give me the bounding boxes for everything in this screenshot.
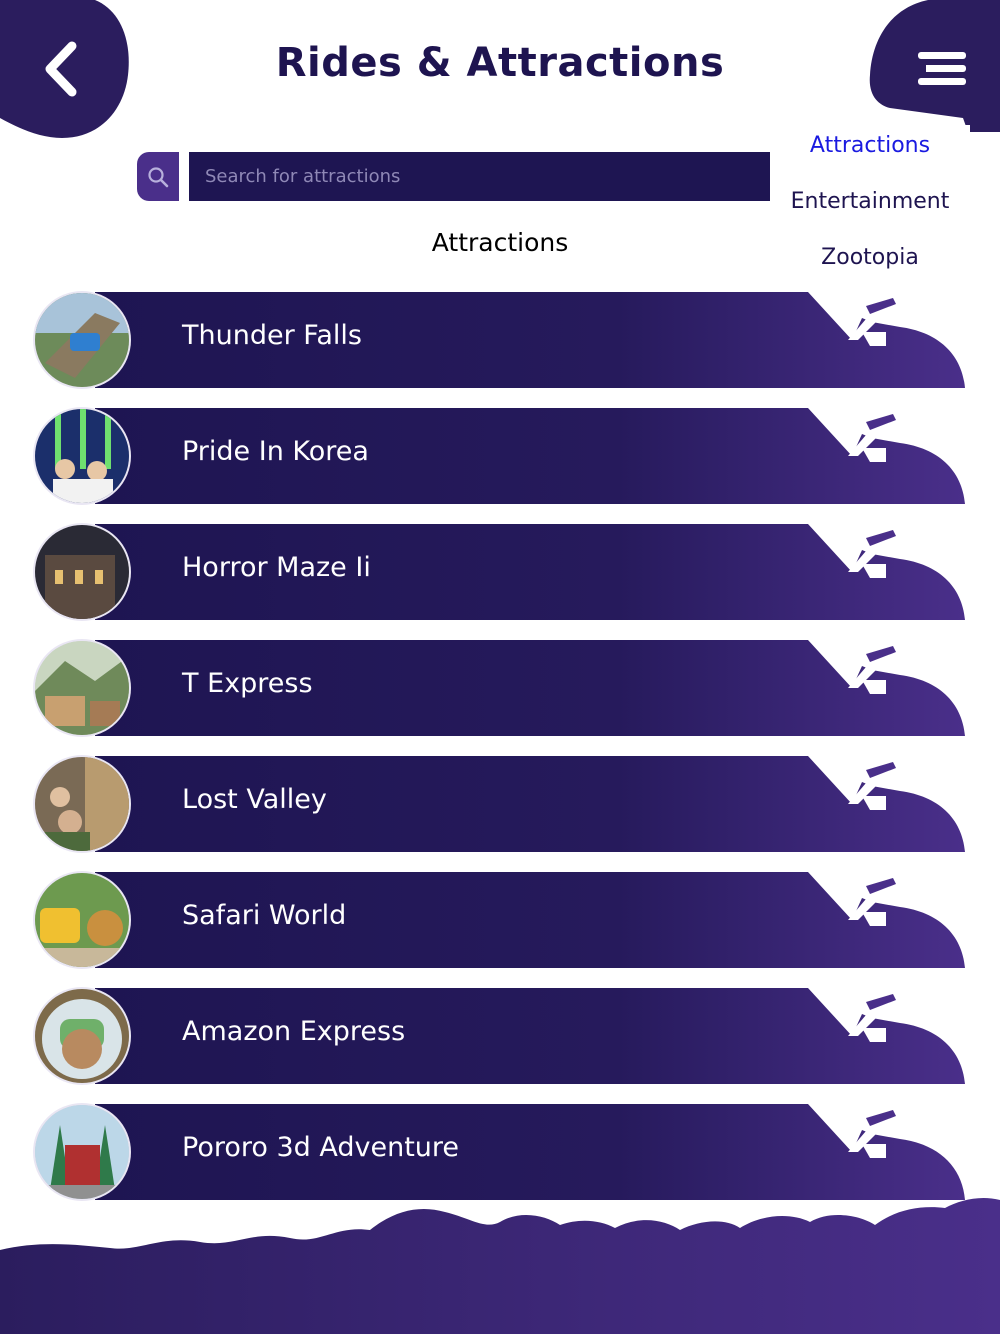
attraction-thumbnail bbox=[35, 525, 129, 619]
row-banner bbox=[95, 988, 965, 1084]
attraction-name: Thunder Falls bbox=[182, 320, 362, 351]
row-banner bbox=[95, 640, 965, 736]
attraction-name: Pororo 3d Adventure bbox=[182, 1132, 460, 1163]
tab-zootopia[interactable]: Zootopia bbox=[821, 245, 919, 270]
list-item[interactable]: T Express bbox=[0, 640, 1000, 736]
category-tabs: Attractions Entertainment Zootopia bbox=[770, 125, 970, 290]
chevron-left-icon bbox=[45, 41, 77, 97]
row-banner bbox=[95, 872, 965, 968]
attraction-thumbnail bbox=[35, 757, 129, 851]
list-item[interactable]: Horror Maze Ii bbox=[0, 524, 1000, 620]
section-title: Attractions bbox=[431, 228, 569, 257]
back-button[interactable] bbox=[0, 0, 130, 140]
footer-scenery bbox=[0, 1190, 1000, 1334]
row-banner bbox=[95, 756, 965, 852]
list-item[interactable]: Thunder Falls bbox=[0, 292, 1000, 388]
search-input[interactable] bbox=[189, 152, 773, 201]
attraction-name: T Express bbox=[182, 668, 313, 699]
list-item[interactable]: Pororo 3d Adventure bbox=[0, 1104, 1000, 1200]
search-bar bbox=[137, 152, 773, 201]
search-icon bbox=[148, 166, 169, 187]
tab-entertainment[interactable]: Entertainment bbox=[790, 189, 950, 214]
attraction-thumbnail bbox=[35, 873, 129, 967]
attraction-thumbnail bbox=[35, 409, 129, 503]
attraction-name: Amazon Express bbox=[182, 1016, 406, 1047]
row-banner bbox=[95, 292, 965, 388]
attraction-name: Horror Maze Ii bbox=[182, 552, 371, 583]
row-banner bbox=[95, 408, 965, 504]
search-button[interactable] bbox=[137, 152, 179, 201]
attraction-thumbnail bbox=[35, 293, 129, 387]
attraction-thumbnail bbox=[35, 641, 129, 735]
list-menu-icon bbox=[916, 52, 966, 85]
row-banner bbox=[95, 1104, 965, 1200]
attraction-thumbnail bbox=[35, 1105, 129, 1199]
attraction-name: Lost Valley bbox=[182, 784, 327, 815]
row-banner bbox=[95, 524, 965, 620]
attraction-name: Pride In Korea bbox=[182, 436, 369, 467]
list-item[interactable]: Lost Valley bbox=[0, 756, 1000, 852]
list-item[interactable]: Amazon Express bbox=[0, 988, 1000, 1084]
menu-button[interactable] bbox=[868, 0, 1000, 132]
list-item[interactable]: Safari World bbox=[0, 872, 1000, 968]
tab-attractions[interactable]: Attractions bbox=[809, 133, 931, 158]
list-item[interactable]: Pride In Korea bbox=[0, 408, 1000, 504]
page-title: Rides & Attractions bbox=[275, 40, 725, 86]
attraction-name: Safari World bbox=[182, 900, 347, 931]
attraction-thumbnail bbox=[35, 989, 129, 1083]
